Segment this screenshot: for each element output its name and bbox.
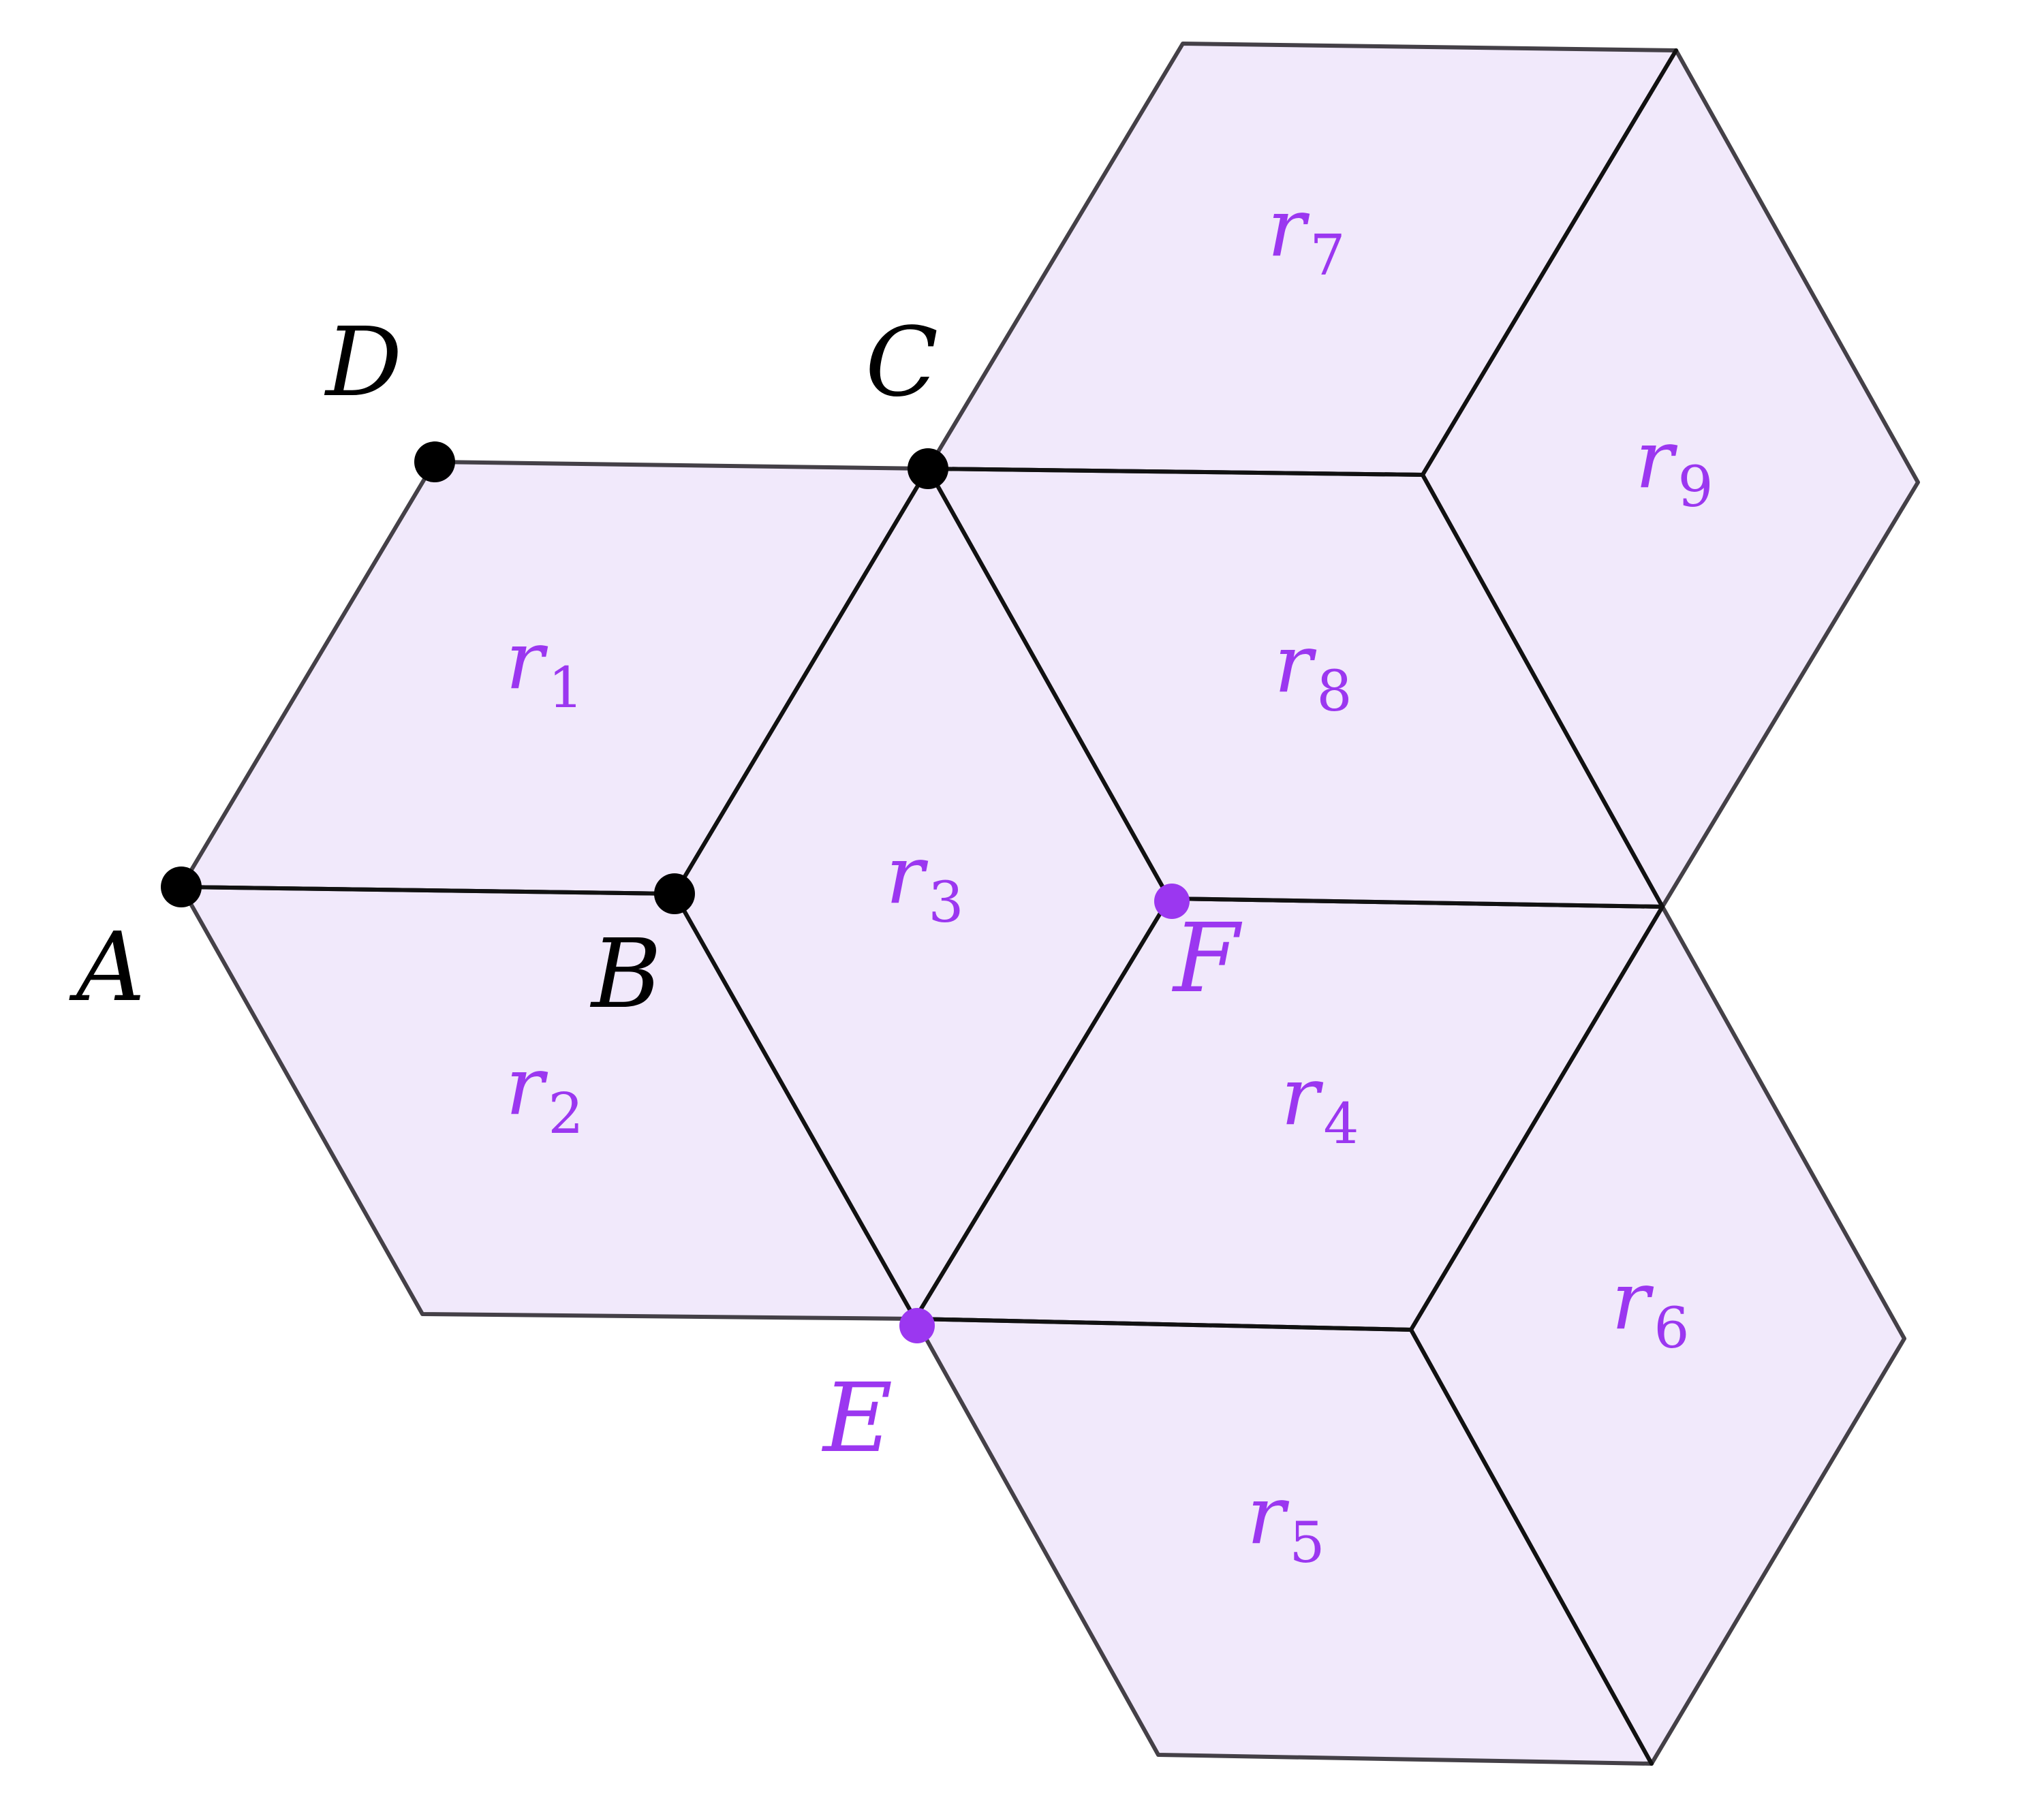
- point-b-marker: [654, 873, 695, 914]
- region-base: r: [1267, 181, 1310, 275]
- region-base: r: [1281, 1049, 1324, 1143]
- region-base: r: [1247, 1468, 1290, 1562]
- region-base: r: [1635, 412, 1678, 506]
- region-label-r4: r4: [1281, 1049, 1359, 1157]
- edge-f-center: [1167, 896, 1664, 909]
- region-subscript: 6: [1654, 1296, 1689, 1361]
- point-label-b: B: [589, 919, 662, 1030]
- region-base: r: [506, 613, 548, 707]
- region-label-r9: r9: [1635, 412, 1714, 520]
- point-d-marker: [414, 441, 455, 482]
- internal-edges: [179, 48, 1678, 1766]
- region-subscript: 2: [548, 1082, 583, 1146]
- point-markers: [161, 441, 1190, 1343]
- point-label-d: D: [324, 307, 402, 418]
- region-subscript: 4: [1323, 1092, 1359, 1157]
- rhombus-tiles: [179, 42, 1920, 1766]
- region-label-r2: r2: [506, 1039, 584, 1146]
- edge-c-f: [926, 467, 1171, 901]
- region-labels: r1 r2 r3 r4 r5 r6 r7 r8 r9: [506, 181, 1714, 1576]
- edge-r8-r9-lower: [1421, 473, 1664, 909]
- region-label-r8: r8: [1274, 617, 1352, 724]
- edge-r5-r6: [1409, 1328, 1654, 1766]
- region-subscript: 3: [928, 871, 963, 935]
- point-label-e: E: [821, 1363, 893, 1474]
- point-f-marker: [1154, 884, 1190, 919]
- region-base: r: [1611, 1253, 1654, 1347]
- point-label-a: A: [69, 912, 145, 1023]
- region-label-r7: r7: [1267, 181, 1346, 288]
- region-subscript: 8: [1316, 659, 1352, 724]
- region-base: r: [1274, 617, 1317, 711]
- edge-b-e: [672, 892, 917, 1321]
- edge-f-e: [913, 896, 1171, 1321]
- point-label-c: C: [865, 307, 938, 418]
- edge-b-c: [672, 467, 930, 896]
- point-label-f: F: [1171, 903, 1243, 1014]
- point-e-marker: [899, 1308, 935, 1343]
- region-label-r3: r3: [886, 828, 964, 935]
- region-label-r5: r5: [1247, 1468, 1325, 1576]
- edge-r8-r9: [1421, 48, 1678, 477]
- region-base: r: [886, 828, 929, 922]
- region-label-r6: r6: [1611, 1253, 1690, 1361]
- point-c-marker: [908, 448, 948, 489]
- region-label-r1: r1: [506, 613, 584, 721]
- edge-c-r8top: [926, 467, 1425, 477]
- region-subscript: 7: [1310, 223, 1345, 288]
- edge-e-r4: [913, 1317, 1413, 1332]
- point-a-marker: [161, 867, 202, 907]
- region-subscript: 1: [548, 656, 583, 721]
- point-labels: A B C D E F: [69, 307, 1243, 1474]
- region-subscript: 9: [1677, 455, 1713, 520]
- edge-r4-r6: [1409, 905, 1664, 1332]
- edge-a-b: [179, 885, 677, 896]
- region-base: r: [506, 1039, 548, 1133]
- region-subscript: 5: [1289, 1511, 1325, 1576]
